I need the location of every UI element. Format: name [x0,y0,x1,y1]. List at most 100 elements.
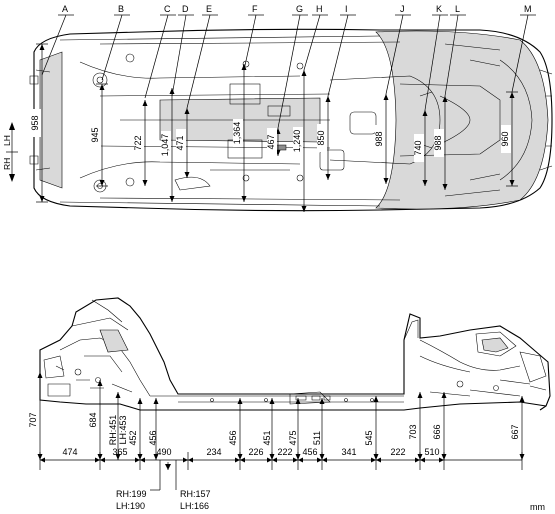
length-5-label: 226 [248,447,263,457]
width-dim-6-label: 1,364 [232,122,242,145]
width-dim-12-arrow-top [442,96,448,102]
height-dim-12-arrow-top [441,392,447,398]
label-b: B [118,4,124,14]
width-dim-10-label: 988 [374,131,384,146]
length-7-arrow-start [298,457,303,463]
width-dim-11-arrow-bottom [422,180,428,186]
width-dim-9-arrow-bottom [325,174,331,180]
offset-rh-199: RH:199 [116,489,147,499]
width-dim-1-arrow-top [39,44,45,50]
width-dim-8-arrow-top [301,70,307,76]
height-dim-5-label: 456 [148,430,158,445]
height-dim-7-arrow-top [269,398,275,404]
length-3-label: 490 [156,447,171,457]
height-dim-7-label: 451 [262,430,272,445]
width-dim-4-label-bg [161,131,171,159]
length-5-arrow-end [267,457,272,463]
label-l: L [455,4,460,14]
label-leaders [41,14,536,129]
width-dim-6-arrow-top [241,64,247,70]
width-dim-1-arrow-bottom [39,196,45,202]
width-dim-8-label: 1,240 [292,130,302,153]
length-2-arrow-start [100,457,105,463]
length-9-arrow-end [415,457,420,463]
height-dim-1-arrow-top [37,372,43,378]
height-dim-9-label: 511 [312,431,322,445]
width-dim-6-label-bg [233,119,243,147]
height-dim-11-arrow-top [417,392,423,398]
height-dim-9-arrow-top [319,398,325,404]
label-j: J [400,4,405,14]
point-letter-labels: A B C D E F G H I J K L M [62,4,532,14]
side-view-body [39,297,551,411]
width-dim-1-label-bg [31,109,41,137]
length-3-arrow-start [140,457,145,463]
length-10-arrow-end [439,457,444,463]
length-7-arrow-end [317,457,322,463]
length-4-arrow-start [188,457,193,463]
width-dim-4-label: 1,047 [160,134,170,157]
width-dim-2-arrow-top [99,84,105,90]
label-i: I [345,4,348,14]
length-6-label: 222 [277,447,292,457]
length-3-arrow-end [183,457,188,463]
label-g: G [296,4,303,14]
length-8-arrow-start [322,457,327,463]
width-dim-4-arrow-bottom [169,196,175,202]
label-f: F [252,4,258,14]
width-dim-4-arrow-top [169,88,175,94]
width-dim-2-arrow-bottom [99,180,105,186]
label-e: E [206,4,212,14]
width-dim-6-arrow-bottom [241,196,247,202]
width-dim-1-label: 958 [30,115,40,130]
height-dim-3-label-rh: RH:451 [108,415,118,446]
width-dim-2-label: 945 [90,127,100,142]
length-9-label: 222 [390,447,405,457]
width-dim-13-label-bg [501,125,511,153]
label-m: M [524,4,532,14]
height-dim-3-arrow-top [115,392,121,398]
width-dim-8-arrow-bottom [301,206,307,212]
height-dim-6-label: 456 [228,430,238,445]
width-dim-11-label: 740 [413,140,423,155]
height-dim-1-label: 707 [28,412,38,427]
length-1-arrow-end [95,457,100,463]
top-view-underbody [29,28,553,212]
length-1-label: 474 [62,447,77,457]
width-dim-10-label-bg [375,125,385,153]
length-2-label: 365 [112,447,127,457]
label-d: D [182,4,189,14]
height-dim-4-arrow-top [137,398,143,404]
width-dim-9-label-bg [317,124,327,152]
height-dim-13-arrow-top [519,396,525,402]
length-6-arrow-end [293,457,298,463]
height-dim-5-arrow-top [153,398,159,404]
length-4-arrow-end [235,457,240,463]
width-dim-3-label-bg [134,129,144,157]
height-dim-5-arrow-bottom [153,454,159,460]
height-dim-13-label: 667 [510,424,520,439]
length-8-arrow-end [371,457,376,463]
width-dim-5-arrow-bottom [184,172,190,178]
label-c: C [164,4,171,14]
height-dim-8-arrow-top [295,398,301,404]
length-6-arrow-start [272,457,277,463]
length-10-label: 510 [424,447,439,457]
width-dim-9-arrow-top [325,96,331,102]
height-dim-4-label: 452 [128,430,138,445]
length-1-arrow-start [40,457,45,463]
length-2-arrow-end [135,457,140,463]
length-8-label: 341 [341,447,356,457]
width-dim-12-arrow-bottom [442,184,448,190]
width-dim-5-label-bg [176,129,186,157]
width-dim-3-arrow-top [142,100,148,106]
height-dim-12-label: 666 [432,424,442,439]
width-dim-7-label: 467 [266,134,276,149]
width-dim-3-arrow-bottom [142,180,148,186]
width-dim-5-label: 471 [175,135,185,150]
height-dim-10-arrow-top [373,396,379,402]
height-dim-2-label: 684 [88,412,98,427]
